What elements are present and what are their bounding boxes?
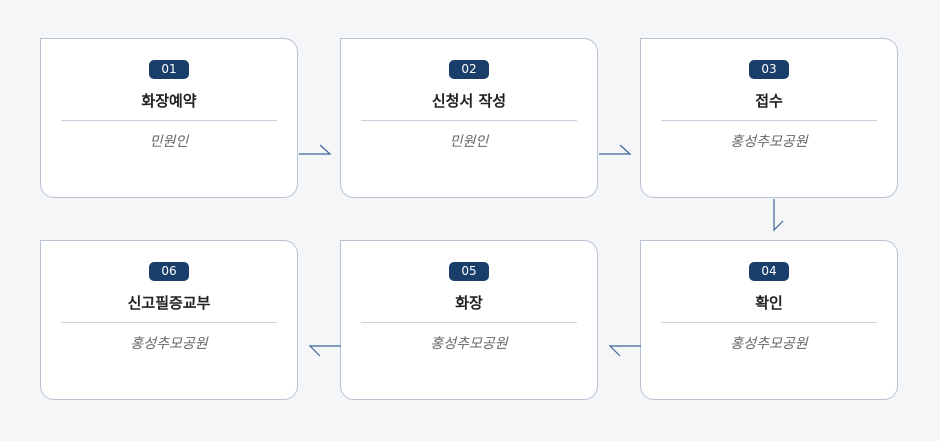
step-owner: 민원인	[149, 134, 189, 150]
step-title: 화장예약	[141, 92, 197, 110]
step-title: 화장	[455, 294, 483, 312]
arrow-right-icon	[599, 144, 632, 155]
step-card-04: 04 확인 홍성추모공원	[640, 240, 898, 400]
divider	[661, 120, 877, 121]
arrow-left-icon	[308, 345, 341, 357]
divider	[61, 322, 277, 323]
arrow-right-icon	[299, 144, 332, 155]
step-card-01: 01 화장예약 민원인	[40, 38, 298, 198]
step-number-badge: 01	[149, 60, 189, 79]
step-card-05: 05 화장 홍성추모공원	[340, 240, 598, 400]
step-number-badge: 03	[749, 60, 789, 79]
step-card-02: 02 신청서 작성 민원인	[340, 38, 598, 198]
step-number-badge: 05	[449, 262, 489, 281]
step-card-06: 06 신고필증교부 홍성추모공원	[40, 240, 298, 400]
divider	[661, 322, 877, 323]
arrow-down-icon	[773, 199, 784, 232]
arrow-left-icon	[608, 345, 641, 357]
step-card-03: 03 접수 홍성추모공원	[640, 38, 898, 198]
step-title: 접수	[755, 92, 783, 110]
step-owner: 홍성추모공원	[730, 336, 808, 352]
divider	[361, 120, 577, 121]
step-title: 신청서 작성	[431, 92, 507, 110]
step-title: 신고필증교부	[127, 294, 211, 312]
divider	[361, 322, 577, 323]
step-title: 확인	[755, 294, 783, 312]
divider	[61, 120, 277, 121]
step-owner: 홍성추모공원	[730, 134, 808, 150]
step-number-badge: 04	[749, 262, 789, 281]
step-owner: 홍성추모공원	[130, 336, 208, 352]
step-owner: 민원인	[449, 134, 489, 150]
step-number-badge: 02	[449, 60, 489, 79]
step-owner: 홍성추모공원	[430, 336, 508, 352]
step-number-badge: 06	[149, 262, 189, 281]
